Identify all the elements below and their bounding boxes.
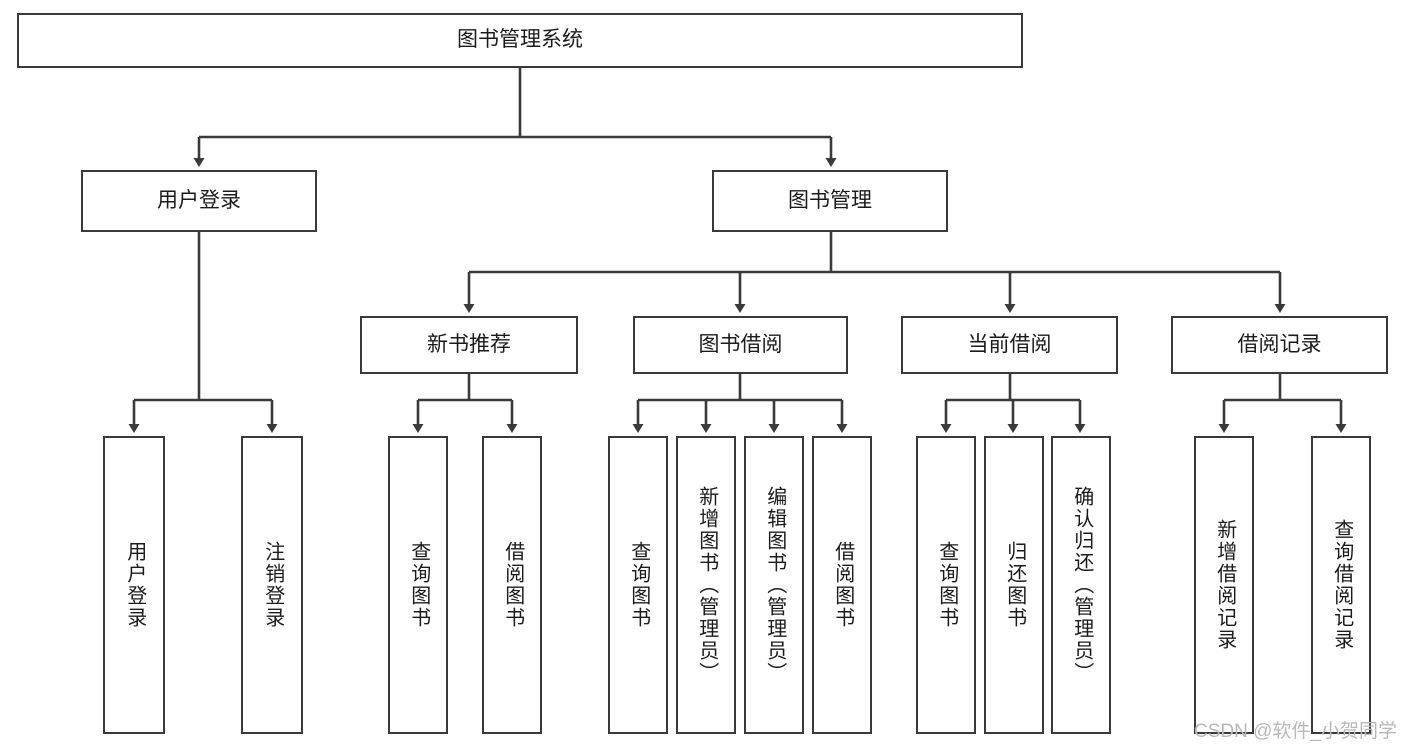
leaf-current-return-book[interactable]: 归还图书 (984, 436, 1044, 734)
node-label: 图书借阅 (698, 332, 783, 356)
node-user-login[interactable]: 用户登录 (81, 170, 317, 232)
node-label: 新增图书（管理员） (695, 486, 718, 684)
node-label: 注销登录 (261, 541, 284, 629)
leaf-borrow-borrow-book[interactable]: 借阅图书 (812, 436, 872, 734)
node-label: 借阅图书 (501, 541, 524, 629)
leaf-user-login-login[interactable]: 用户登录 (103, 436, 165, 734)
node-current-borrow[interactable]: 当前借阅 (901, 316, 1118, 374)
node-borrow-record[interactable]: 借阅记录 (1171, 316, 1388, 374)
leaf-borrow-add-book-admin[interactable]: 新增图书（管理员） (676, 436, 736, 734)
node-label: 图书管理系统 (457, 28, 583, 52)
node-label: 查询图书 (935, 541, 958, 629)
leaf-current-confirm-return-admin[interactable]: 确认归还（管理员） (1051, 436, 1111, 734)
node-label: 当前借阅 (967, 332, 1052, 356)
leaf-record-query-record[interactable]: 查询借阅记录 (1311, 436, 1371, 734)
leaf-current-query-book[interactable]: 查询图书 (916, 436, 976, 734)
node-label: 用户登录 (157, 188, 241, 212)
node-label: 查询借阅记录 (1330, 519, 1353, 651)
node-label: 借阅图书 (831, 541, 854, 629)
node-label: 新增借阅记录 (1213, 519, 1236, 651)
csdn-watermark: CSDN @软件_小贺同学 (1194, 721, 1397, 742)
leaf-recommend-query-book[interactable]: 查询图书 (388, 436, 448, 734)
node-new-book-recommend[interactable]: 新书推荐 (360, 316, 578, 374)
node-root-system[interactable]: 图书管理系统 (17, 13, 1023, 68)
node-label: 图书管理 (788, 188, 872, 212)
node-label: 新书推荐 (427, 332, 511, 356)
node-label: 用户登录 (123, 541, 146, 629)
node-book-borrow[interactable]: 图书借阅 (633, 316, 848, 374)
node-book-management[interactable]: 图书管理 (712, 170, 948, 232)
node-label: 查询图书 (627, 541, 650, 629)
leaf-borrow-edit-book-admin[interactable]: 编辑图书（管理员） (744, 436, 804, 734)
node-label: 借阅记录 (1237, 332, 1322, 356)
leaf-borrow-query-book[interactable]: 查询图书 (608, 436, 668, 734)
leaf-record-add-record[interactable]: 新增借阅记录 (1194, 436, 1254, 734)
node-label: 查询图书 (407, 541, 430, 629)
node-label: 确认归还（管理员） (1070, 486, 1093, 684)
leaf-recommend-borrow-book[interactable]: 借阅图书 (482, 436, 542, 734)
node-label: 编辑图书（管理员） (763, 486, 786, 684)
leaf-user-login-logout[interactable]: 注销登录 (241, 436, 303, 734)
node-label: 归还图书 (1003, 541, 1026, 629)
